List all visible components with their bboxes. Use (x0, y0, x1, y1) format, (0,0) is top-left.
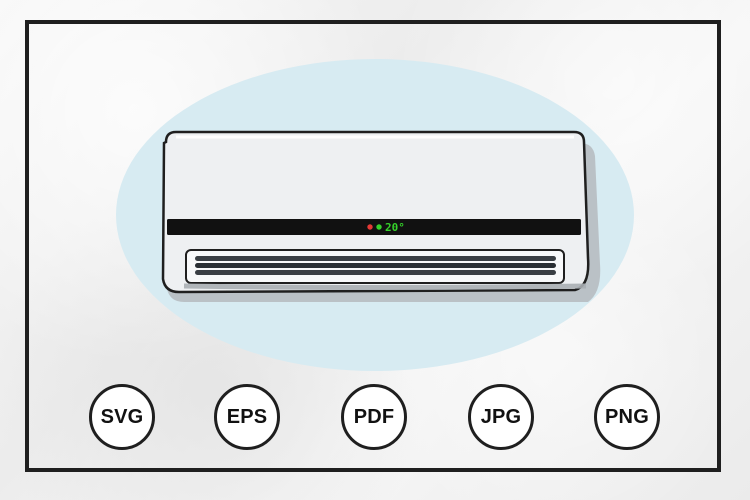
grille-slot-1 (195, 256, 556, 261)
status-red-light (367, 224, 373, 230)
grille-slot-2 (195, 263, 556, 268)
black-panel-strip (167, 219, 581, 235)
grille-slot-3 (195, 270, 556, 275)
temperature-display: 20° (385, 221, 405, 234)
status-green-light (376, 224, 382, 230)
image-frame (25, 20, 721, 472)
grille-bottom-shadow (183, 283, 587, 290)
